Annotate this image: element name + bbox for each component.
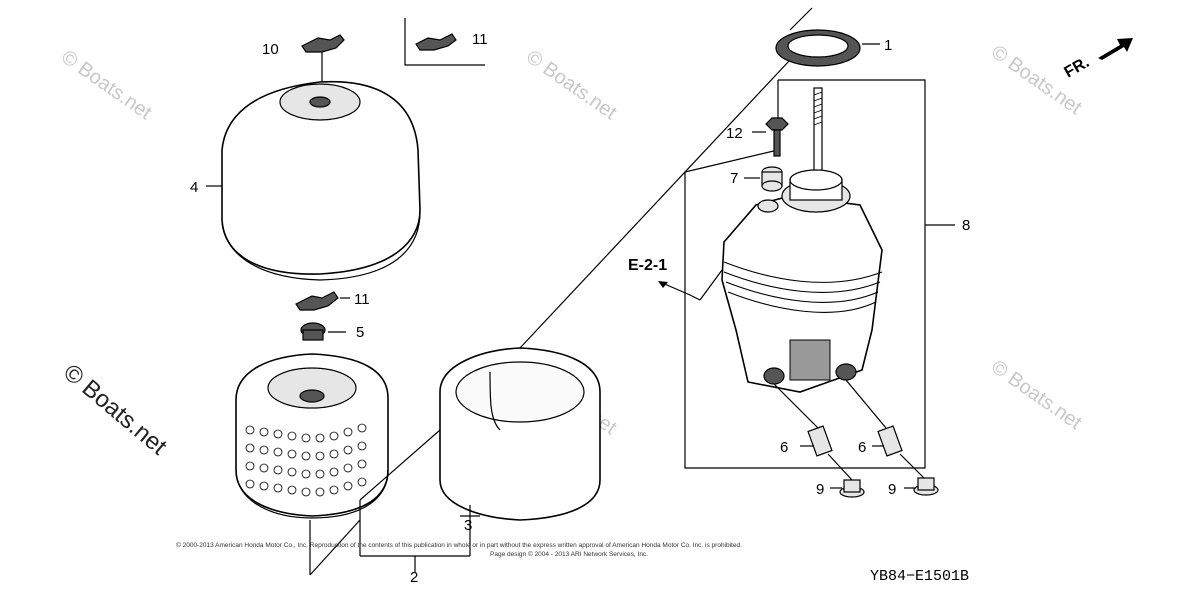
callout-5[interactable]: 5 [356, 324, 364, 341]
collar-6-right [845, 379, 903, 457]
callout-4[interactable]: 4 [190, 179, 198, 196]
front-direction-indicator: FR. [1062, 38, 1133, 82]
callout-8[interactable]: 8 [962, 217, 970, 234]
air-cleaner-case [721, 169, 883, 393]
callout-11-lower[interactable]: 11 [354, 291, 370, 308]
flange-nut-9-left [827, 453, 865, 498]
watermark-main-text: © Boats.net [58, 359, 172, 461]
callout-3[interactable]: 3 [464, 517, 472, 534]
collar-6-left [773, 383, 833, 457]
wing-nut-11-lower [295, 291, 350, 311]
callout-10[interactable]: 10 [262, 41, 279, 58]
seal-leader-line [519, 59, 791, 349]
callout-1[interactable]: 1 [884, 37, 892, 54]
wing-nut-11-top [404, 18, 485, 66]
callout-12[interactable]: 12 [726, 125, 743, 142]
callout-labels: 1 2 3 4 5 6 6 7 8 9 9 10 11 11 12 [190, 31, 970, 586]
front-arrow-icon [1098, 38, 1133, 60]
copyright-line-2: Page design © 2004 - 2013 ARI Network Se… [490, 550, 648, 558]
front-direction-label: FR. [1062, 54, 1093, 82]
seal-leader-top [789, 7, 813, 31]
drawing-code: YB84−E1501B [870, 568, 969, 585]
reference-label: E-2-1 [628, 257, 667, 274]
callout-2[interactable]: 2 [410, 569, 418, 586]
watermark-text: © Boats.net [987, 356, 1086, 434]
collar-7 [744, 166, 783, 192]
reference-indicator: E-2-1 [628, 257, 723, 301]
flange-nut-9-right [899, 453, 939, 496]
seal-ring-1 [775, 29, 880, 67]
air-filter-element [235, 353, 389, 519]
callout-6-left[interactable]: 6 [780, 439, 788, 456]
watermark-text: © Boats.net [522, 46, 621, 124]
air-cleaner-cover [206, 80, 421, 281]
bolt-12 [752, 117, 789, 157]
callout-6-right[interactable]: 6 [858, 439, 866, 456]
leader-lines-2-3 [309, 429, 480, 576]
foam-element [439, 347, 601, 521]
watermark-text: © Boats.net [57, 46, 156, 124]
grommet-5 [300, 322, 346, 341]
callout-11-top[interactable]: 11 [472, 31, 488, 48]
callout-9-right[interactable]: 9 [888, 481, 896, 498]
callout-7[interactable]: 7 [730, 170, 738, 187]
callout-9-left[interactable]: 9 [816, 481, 824, 498]
copyright-line-1: © 2000-2013 American Honda Motor Co., In… [176, 541, 742, 549]
